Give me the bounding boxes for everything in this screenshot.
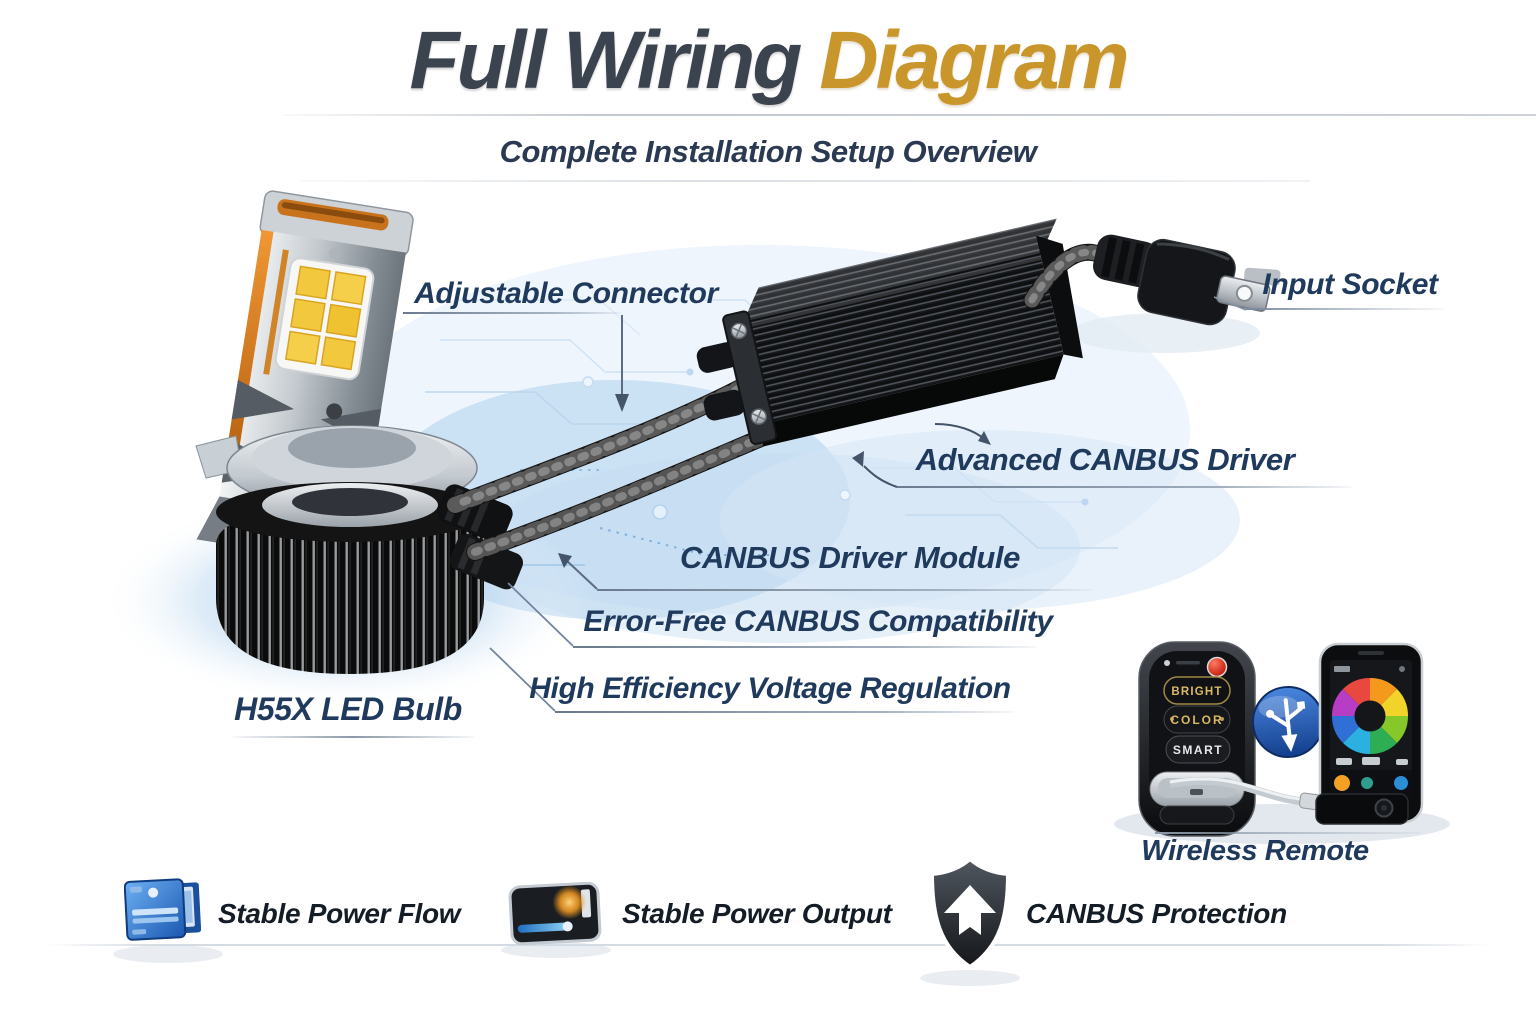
callout-led-bulb: H55X LED Bulb	[234, 691, 462, 727]
shield-arrow-icon	[944, 885, 996, 935]
feature-label-stable-power-flow: Stable Power Flow	[218, 898, 461, 929]
shield-icon	[926, 854, 1014, 981]
remote-smart-button	[1165, 735, 1231, 764]
callout-led-bulb-underline	[233, 736, 474, 738]
remote-power-button	[1206, 656, 1228, 678]
callout-leader-lines	[489, 296, 1247, 712]
canbus-driver-box	[696, 218, 1083, 447]
remote-smart-label: SMART	[1173, 743, 1223, 757]
screw	[730, 322, 767, 425]
braided-cable-lower	[466, 423, 784, 561]
power-output-icon	[508, 881, 604, 951]
callout-adjustable-connector: Adjustable Connector	[414, 277, 718, 310]
callout-high-efficiency-underline	[555, 711, 1014, 713]
callout-wireless-remote-line	[1155, 832, 1421, 834]
led-chips	[284, 265, 367, 371]
callout-module-underline	[597, 589, 1091, 591]
page-subtitle: Complete Installation Setup Overview	[499, 134, 1037, 169]
subtitle-divider	[300, 180, 1310, 182]
remote-cable	[1169, 777, 1313, 806]
feature-label-canbus-protection: CANBUS Protection	[1026, 898, 1287, 929]
callout-canbus-driver-module: CANBUS Driver Module	[680, 540, 1020, 575]
remote-bright-button	[1163, 676, 1231, 705]
remote-bright-label: BRIGHT	[1171, 686, 1222, 698]
page-title-primary: Full Wiring	[409, 15, 803, 106]
callout-adjustable-underline	[403, 312, 622, 314]
heat-sink	[216, 482, 484, 674]
callout-error-free-canbus: Error-Free CANBUS Compatibility	[583, 605, 1053, 638]
callout-input-socket: Input Socket	[1262, 268, 1438, 301]
page-title-accent: Diagram	[819, 15, 1129, 106]
callout-advanced-canbus-driver: Advanced CANBUS Driver	[915, 442, 1295, 477]
input-socket-connector	[1093, 234, 1281, 326]
feature-label-stable-power-output: Stable Power Output	[622, 898, 892, 929]
remote-color-button	[1163, 705, 1231, 734]
title-divider	[282, 114, 1536, 116]
callout-wireless-remote: Wireless Remote	[1141, 835, 1369, 867]
feature-row-divider	[42, 944, 1494, 946]
phone-dock	[1315, 793, 1409, 825]
spade-terminal	[1216, 275, 1271, 312]
callout-input-socket-underline	[1246, 308, 1444, 310]
callout-advanced-underline	[897, 486, 1352, 488]
callout-error-free-underline	[573, 646, 1037, 648]
smartphone	[1315, 642, 1424, 825]
remote-color-label: COLOR	[1170, 713, 1223, 727]
callout-high-efficiency: High Efficiency Voltage Regulation	[529, 672, 1011, 705]
color-wheel	[1331, 677, 1409, 755]
usb-icon	[1252, 686, 1324, 758]
power-module-icon	[123, 876, 208, 947]
remote-control: BRIGHT COLOR SMART	[1138, 641, 1323, 837]
